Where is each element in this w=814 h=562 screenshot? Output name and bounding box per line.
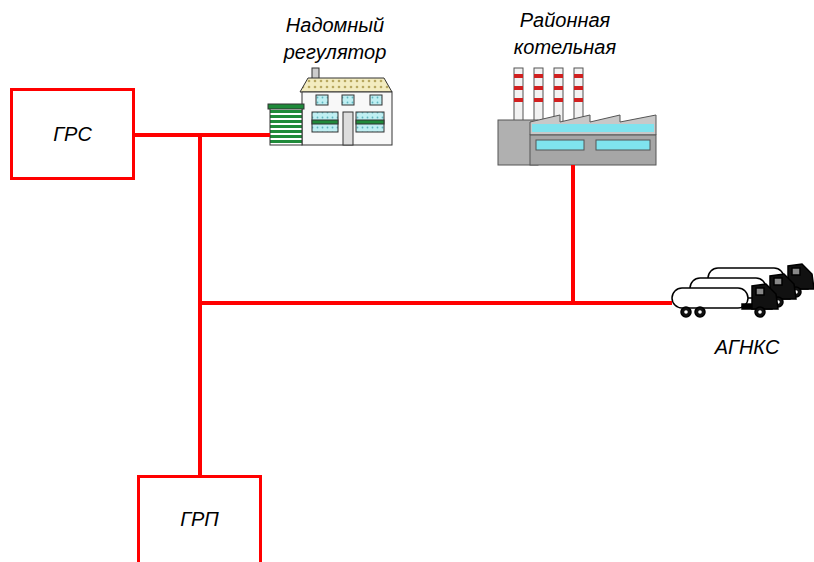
gas-pipe (135, 135, 200, 475)
boiler-house: Районная котельная (498, 65, 656, 165)
gas-pipe (135, 135, 672, 303)
boiler-house-picture (498, 68, 656, 165)
node-label: Районная котельная (490, 7, 640, 61)
station-box: ГРС (10, 88, 135, 180)
node-label: ГРП (180, 506, 219, 533)
filling-station: АГНКС (672, 266, 812, 318)
node-label: ГРС (53, 121, 92, 148)
regulator-point-box: ГРП (137, 475, 262, 562)
node-label: Надомный регулятор (260, 12, 410, 66)
tank-trucks-picture (672, 264, 814, 317)
house-regulator: Надомный регулятор (270, 68, 392, 146)
house-picture (268, 68, 392, 145)
node-label: АГНКС (692, 334, 802, 361)
